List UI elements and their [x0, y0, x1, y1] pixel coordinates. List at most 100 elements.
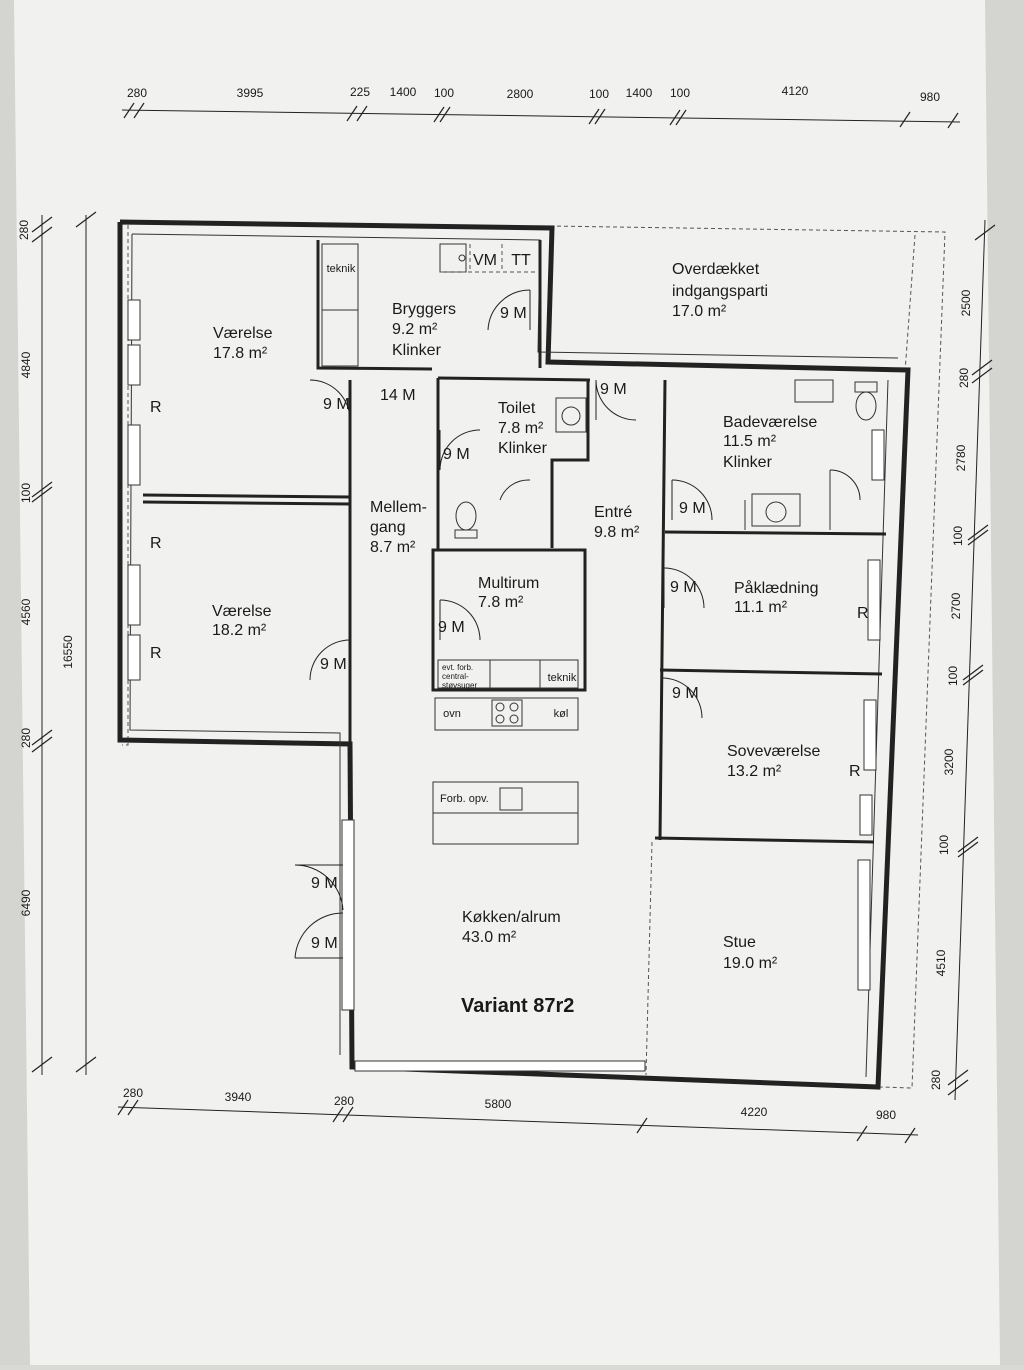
dim-top-1: 280 — [127, 86, 147, 100]
stovsuger-label-2: central- — [442, 672, 469, 681]
plan-title: Variant 87r2 — [461, 995, 574, 1017]
door-label: 9 M — [670, 579, 697, 596]
door-label: 9 M — [600, 381, 627, 398]
dim-left-1: 280 — [17, 220, 31, 240]
room-area-kokken: 43.0 m² — [462, 929, 517, 946]
washing-machine-label: VM — [473, 252, 497, 269]
room-name2-mellemgang: gang — [370, 519, 406, 536]
dim-left-total: 16550 — [61, 635, 75, 669]
room-name-sovevaerelse: Soveværelse — [727, 743, 820, 760]
teknik2-label: teknik — [548, 672, 577, 684]
room-name-multirum: Multirum — [478, 575, 539, 592]
room-name-stue: Stue — [723, 934, 756, 951]
room-area-overdaekket: 17.0 m² — [672, 303, 727, 320]
room-area-entre: 9.8 m² — [594, 524, 640, 541]
dim-right-5: 2700 — [949, 592, 963, 619]
dim-top-6: 2800 — [507, 87, 534, 101]
dim-left-3: 100 — [19, 483, 33, 503]
sink-icon — [499, 787, 523, 811]
left-dimension-lines: 280 4840 100 4560 280 6490 16550 — [17, 211, 97, 1075]
dishwasher-label: Forb. opv. — [440, 793, 489, 805]
stovsuger-label-3: støvsuger — [442, 681, 477, 690]
closet-marks: R R R R R — [150, 399, 869, 780]
right-dimension-line: 2500 280 2780 100 2700 100 3200 100 4510… — [929, 219, 996, 1101]
dim-right-10: 280 — [929, 1070, 943, 1090]
hob-icon — [491, 699, 523, 727]
dim-top-8: 1400 — [626, 86, 653, 100]
dim-right-8: 100 — [937, 835, 951, 855]
room-area-sovevaerelse: 13.2 m² — [727, 763, 782, 780]
closet-mark: R — [150, 645, 162, 662]
door-label: 9 M — [311, 875, 338, 892]
door-label: 9 M — [500, 305, 527, 322]
stovsuger-label-1: evt. forb. — [442, 663, 473, 672]
door-label: 9 M — [323, 396, 350, 413]
dim-top-9: 100 — [670, 86, 690, 100]
closet-mark: R — [857, 605, 869, 622]
dim-left-2: 4840 — [19, 351, 33, 378]
basin-icon — [751, 493, 801, 527]
room-note-toilet: Klinker — [498, 440, 548, 457]
door-swings — [294, 289, 861, 959]
dim-right-1: 2500 — [959, 289, 973, 316]
door-label: 9 M — [679, 500, 706, 517]
room-name-mellemgang: Mellem- — [370, 499, 427, 516]
dim-top-4: 1400 — [390, 85, 417, 99]
dim-left-5: 280 — [19, 728, 33, 748]
dim-bottom-1: 280 — [123, 1086, 143, 1100]
dim-top-11: 980 — [920, 90, 940, 104]
room-area-mellemgang: 8.7 m² — [370, 539, 416, 556]
dim-bottom-5: 4220 — [741, 1105, 768, 1119]
dim-top-7: 100 — [589, 87, 609, 101]
door-label: 9 M — [320, 656, 347, 673]
closet-mark: R — [150, 399, 162, 416]
teknik-cabinet — [321, 243, 359, 367]
dim-left-4: 4560 — [19, 598, 33, 625]
door-label: 9 M — [311, 935, 338, 952]
room-name-paklaedning: Påklædning — [734, 579, 819, 597]
windows — [127, 299, 885, 1072]
room-name2-overdaekket: indgangsparti — [672, 283, 768, 300]
basin-icon — [555, 397, 587, 433]
dim-bottom-6: 980 — [876, 1108, 896, 1122]
room-name-bryggers: Bryggers — [392, 301, 456, 318]
dim-right-4: 100 — [951, 526, 965, 546]
room-note-bryggers: Klinker — [392, 342, 442, 359]
teknik-label: teknik — [327, 263, 356, 275]
paper-sheet — [14, 0, 1000, 1365]
dim-right-7: 3200 — [942, 748, 956, 775]
dim-top-5: 100 — [434, 86, 454, 100]
room-name-entre: Entré — [594, 504, 632, 521]
door-label: 14 M — [380, 387, 416, 404]
closet-mark: R — [150, 535, 162, 552]
fridge-label: køl — [554, 708, 569, 720]
dim-right-3: 2780 — [954, 444, 968, 471]
roof-outline — [122, 225, 946, 1089]
room-note-badevaerelse: Klinker — [723, 454, 773, 471]
interior-walls — [142, 240, 887, 1076]
room-area-badevaerelse: 11.5 m² — [723, 433, 777, 450]
dim-bottom-2: 3940 — [225, 1090, 252, 1104]
cabinet-icon — [794, 379, 834, 403]
dim-bottom-3: 280 — [334, 1094, 354, 1108]
door-label: 9 M — [443, 446, 470, 463]
room-area-multirum: 7.8 m² — [478, 594, 524, 611]
dim-right-6: 100 — [946, 666, 960, 686]
door-labels: 9 M 9 M 14 M 9 M 9 M 9 M 9 M 9 M 9 M 9 M… — [311, 305, 706, 952]
room-area-bryggers: 9.2 m² — [392, 321, 438, 338]
dim-right-9: 4510 — [934, 949, 948, 976]
dim-top-3: 225 — [350, 85, 370, 99]
room-name-kokken: Køkken/alrum — [462, 909, 561, 926]
room-area-paklaedning: 11.1 m² — [734, 599, 788, 616]
room-area-vaerelse-2: 18.2 m² — [212, 622, 267, 639]
room-name-vaerelse-1: Værelse — [213, 325, 273, 342]
room-area-stue: 19.0 m² — [723, 955, 778, 972]
room-name-badevaerelse: Badeværelse — [723, 414, 817, 431]
sink-icon — [439, 243, 467, 273]
room-area-vaerelse-1: 17.8 m² — [213, 345, 268, 362]
room-name-vaerelse-2: Værelse — [212, 603, 272, 620]
door-label: 9 M — [438, 619, 465, 636]
dim-top-2: 3995 — [237, 86, 264, 100]
